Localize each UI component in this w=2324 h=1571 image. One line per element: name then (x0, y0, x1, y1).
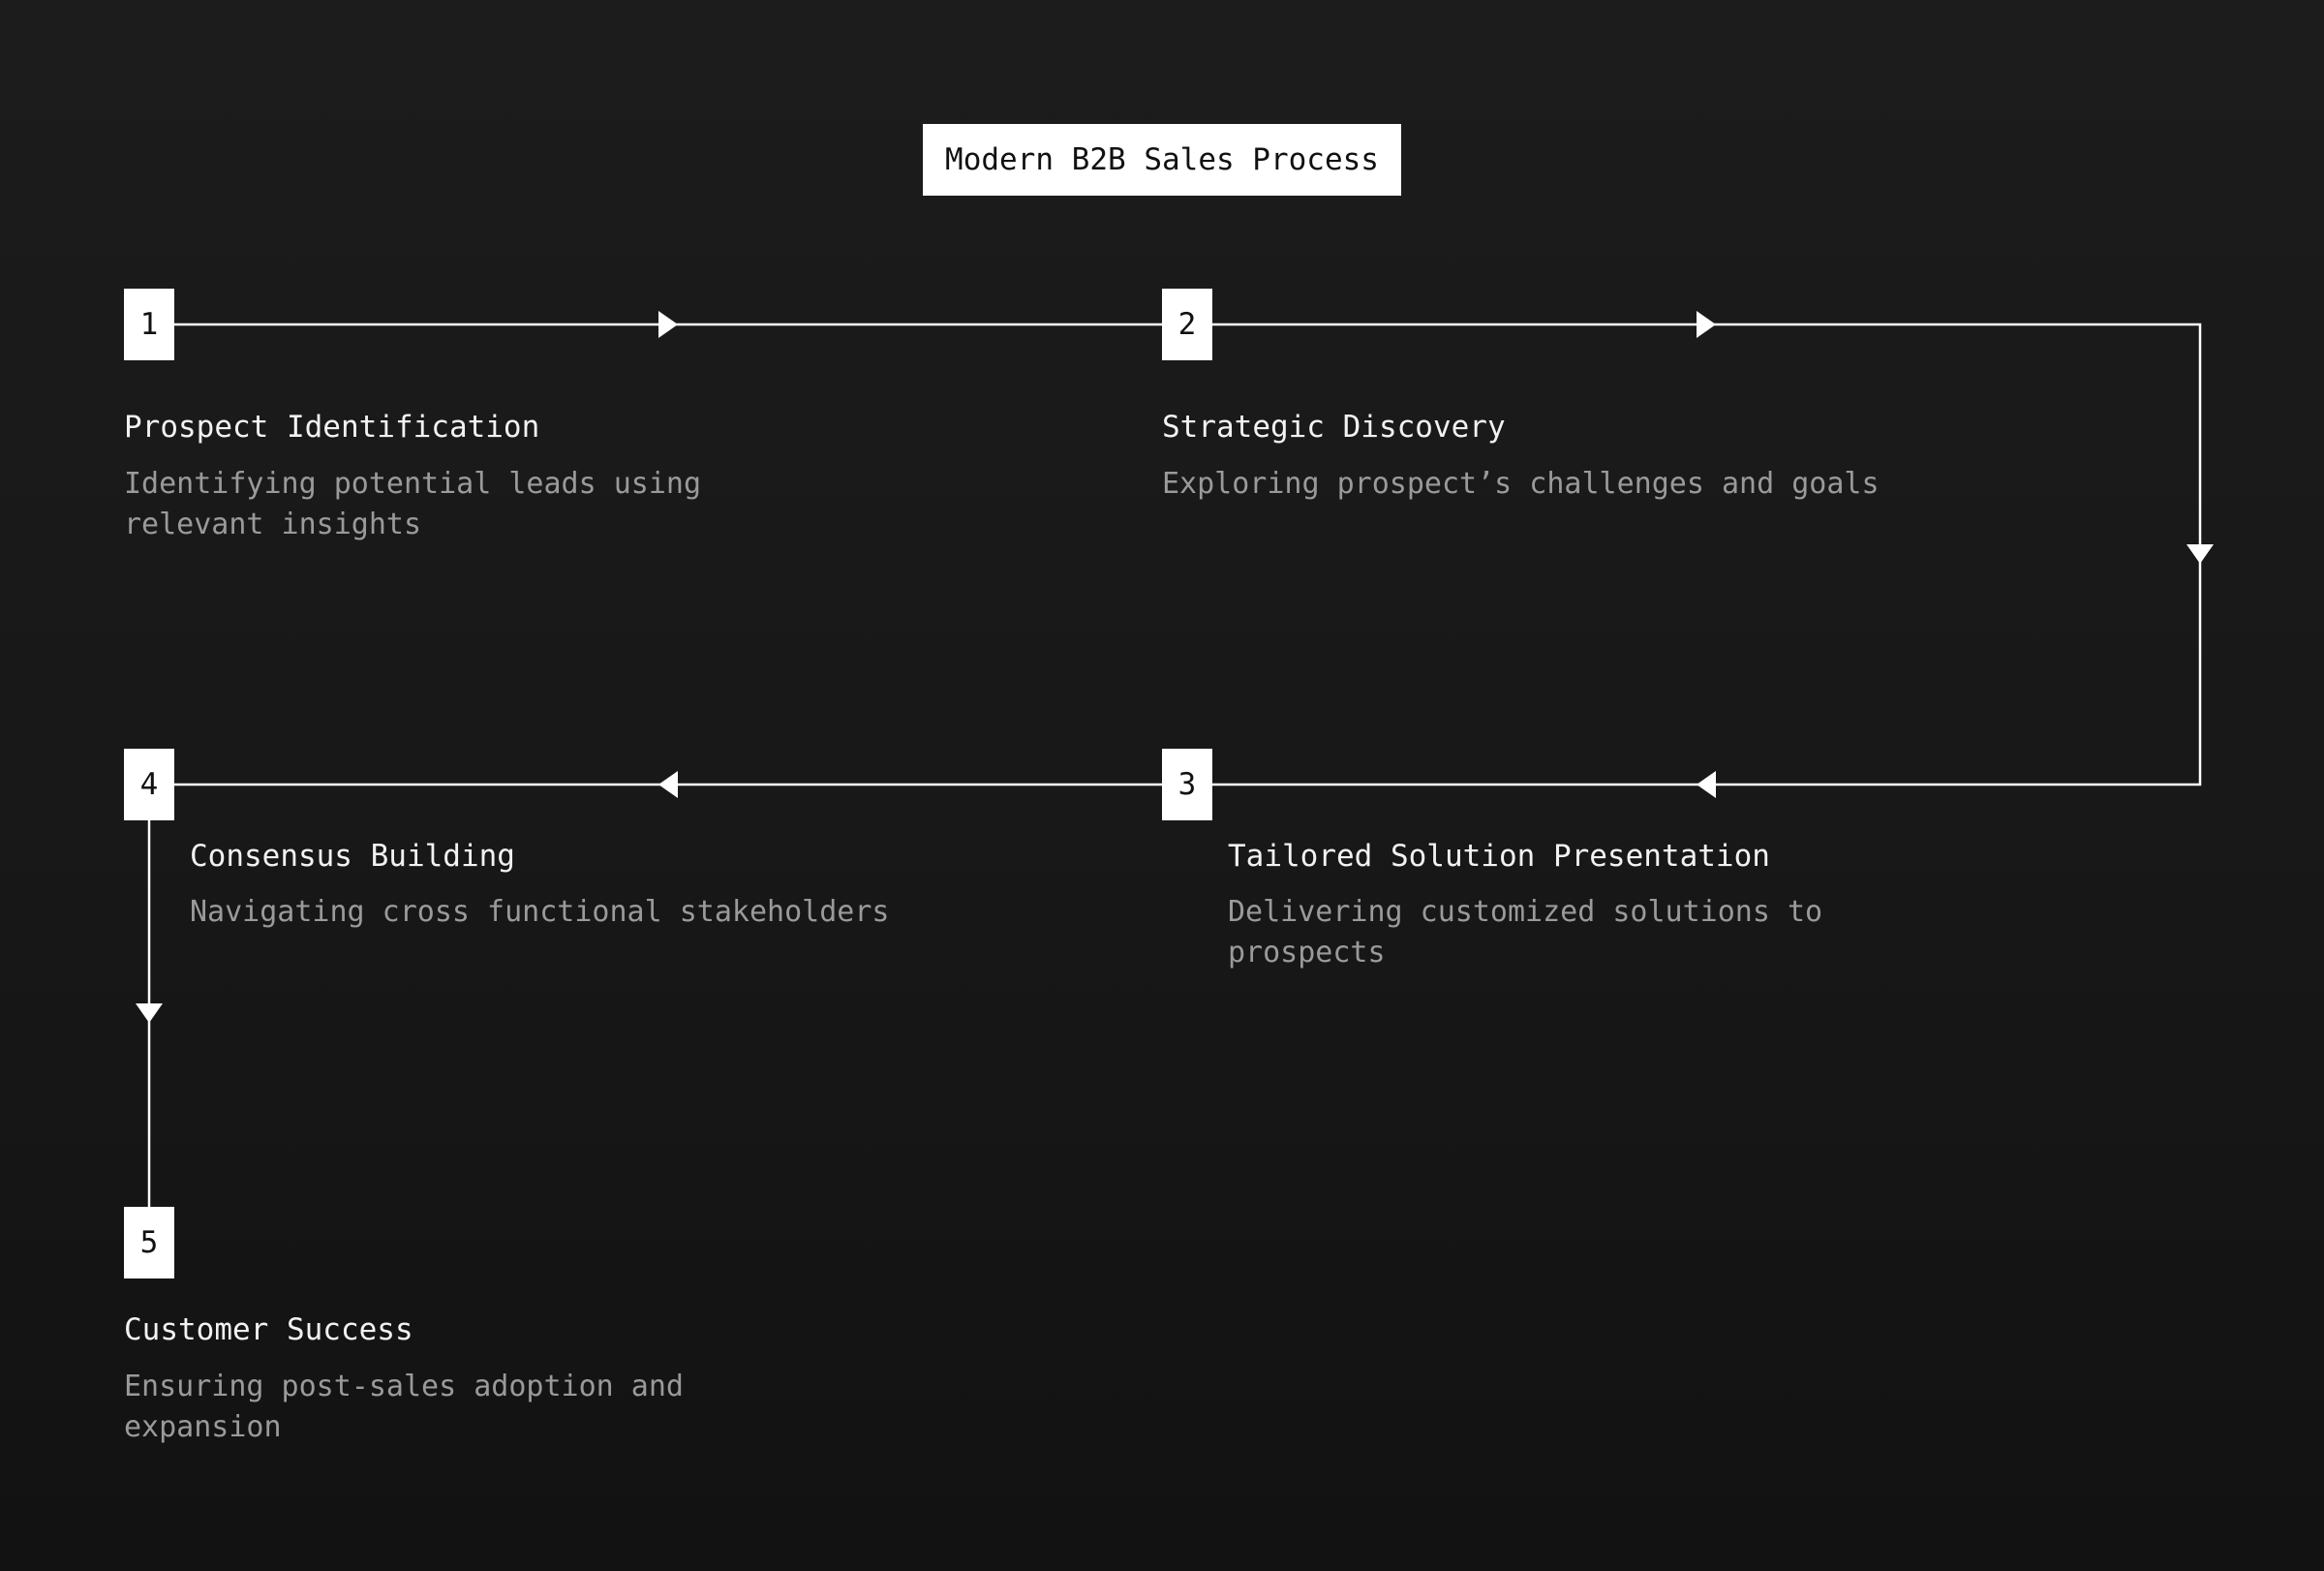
arrowhead-left-icon (1697, 771, 1716, 798)
step-description: Identifying potential leads using releva… (124, 467, 702, 541)
step-description: Delivering customized solutions to prosp… (1228, 895, 1823, 970)
arrowhead-down-icon (2186, 544, 2214, 564)
connector-2-to-3 (1212, 323, 2202, 786)
arrowhead-right-icon (1697, 311, 1716, 338)
step-number-badge: 5 (124, 1207, 174, 1278)
step-title: Prospect Identification (124, 410, 540, 445)
step-description: Ensuring post-sales adoption and expansi… (124, 1370, 684, 1444)
diagram-title: Modern B2B Sales Process (923, 124, 1401, 196)
step-title: Customer Success (124, 1312, 413, 1347)
step-description: Exploring prospect’s challenges and goal… (1162, 467, 1880, 501)
arrowhead-left-icon (658, 771, 678, 798)
arrowhead-right-icon (658, 311, 678, 338)
step-description: Navigating cross functional stakeholders (190, 895, 890, 929)
step-number-badge: 4 (124, 749, 174, 820)
arrowhead-down-icon (136, 1003, 163, 1023)
step-title: Consensus Building (190, 839, 515, 874)
step-title: Strategic Discovery (1162, 410, 1506, 445)
step-number-badge: 1 (124, 289, 174, 360)
step-number-badge: 2 (1162, 289, 1212, 360)
step-number-badge: 3 (1162, 749, 1212, 820)
step-title: Tailored Solution Presentation (1228, 839, 1770, 874)
